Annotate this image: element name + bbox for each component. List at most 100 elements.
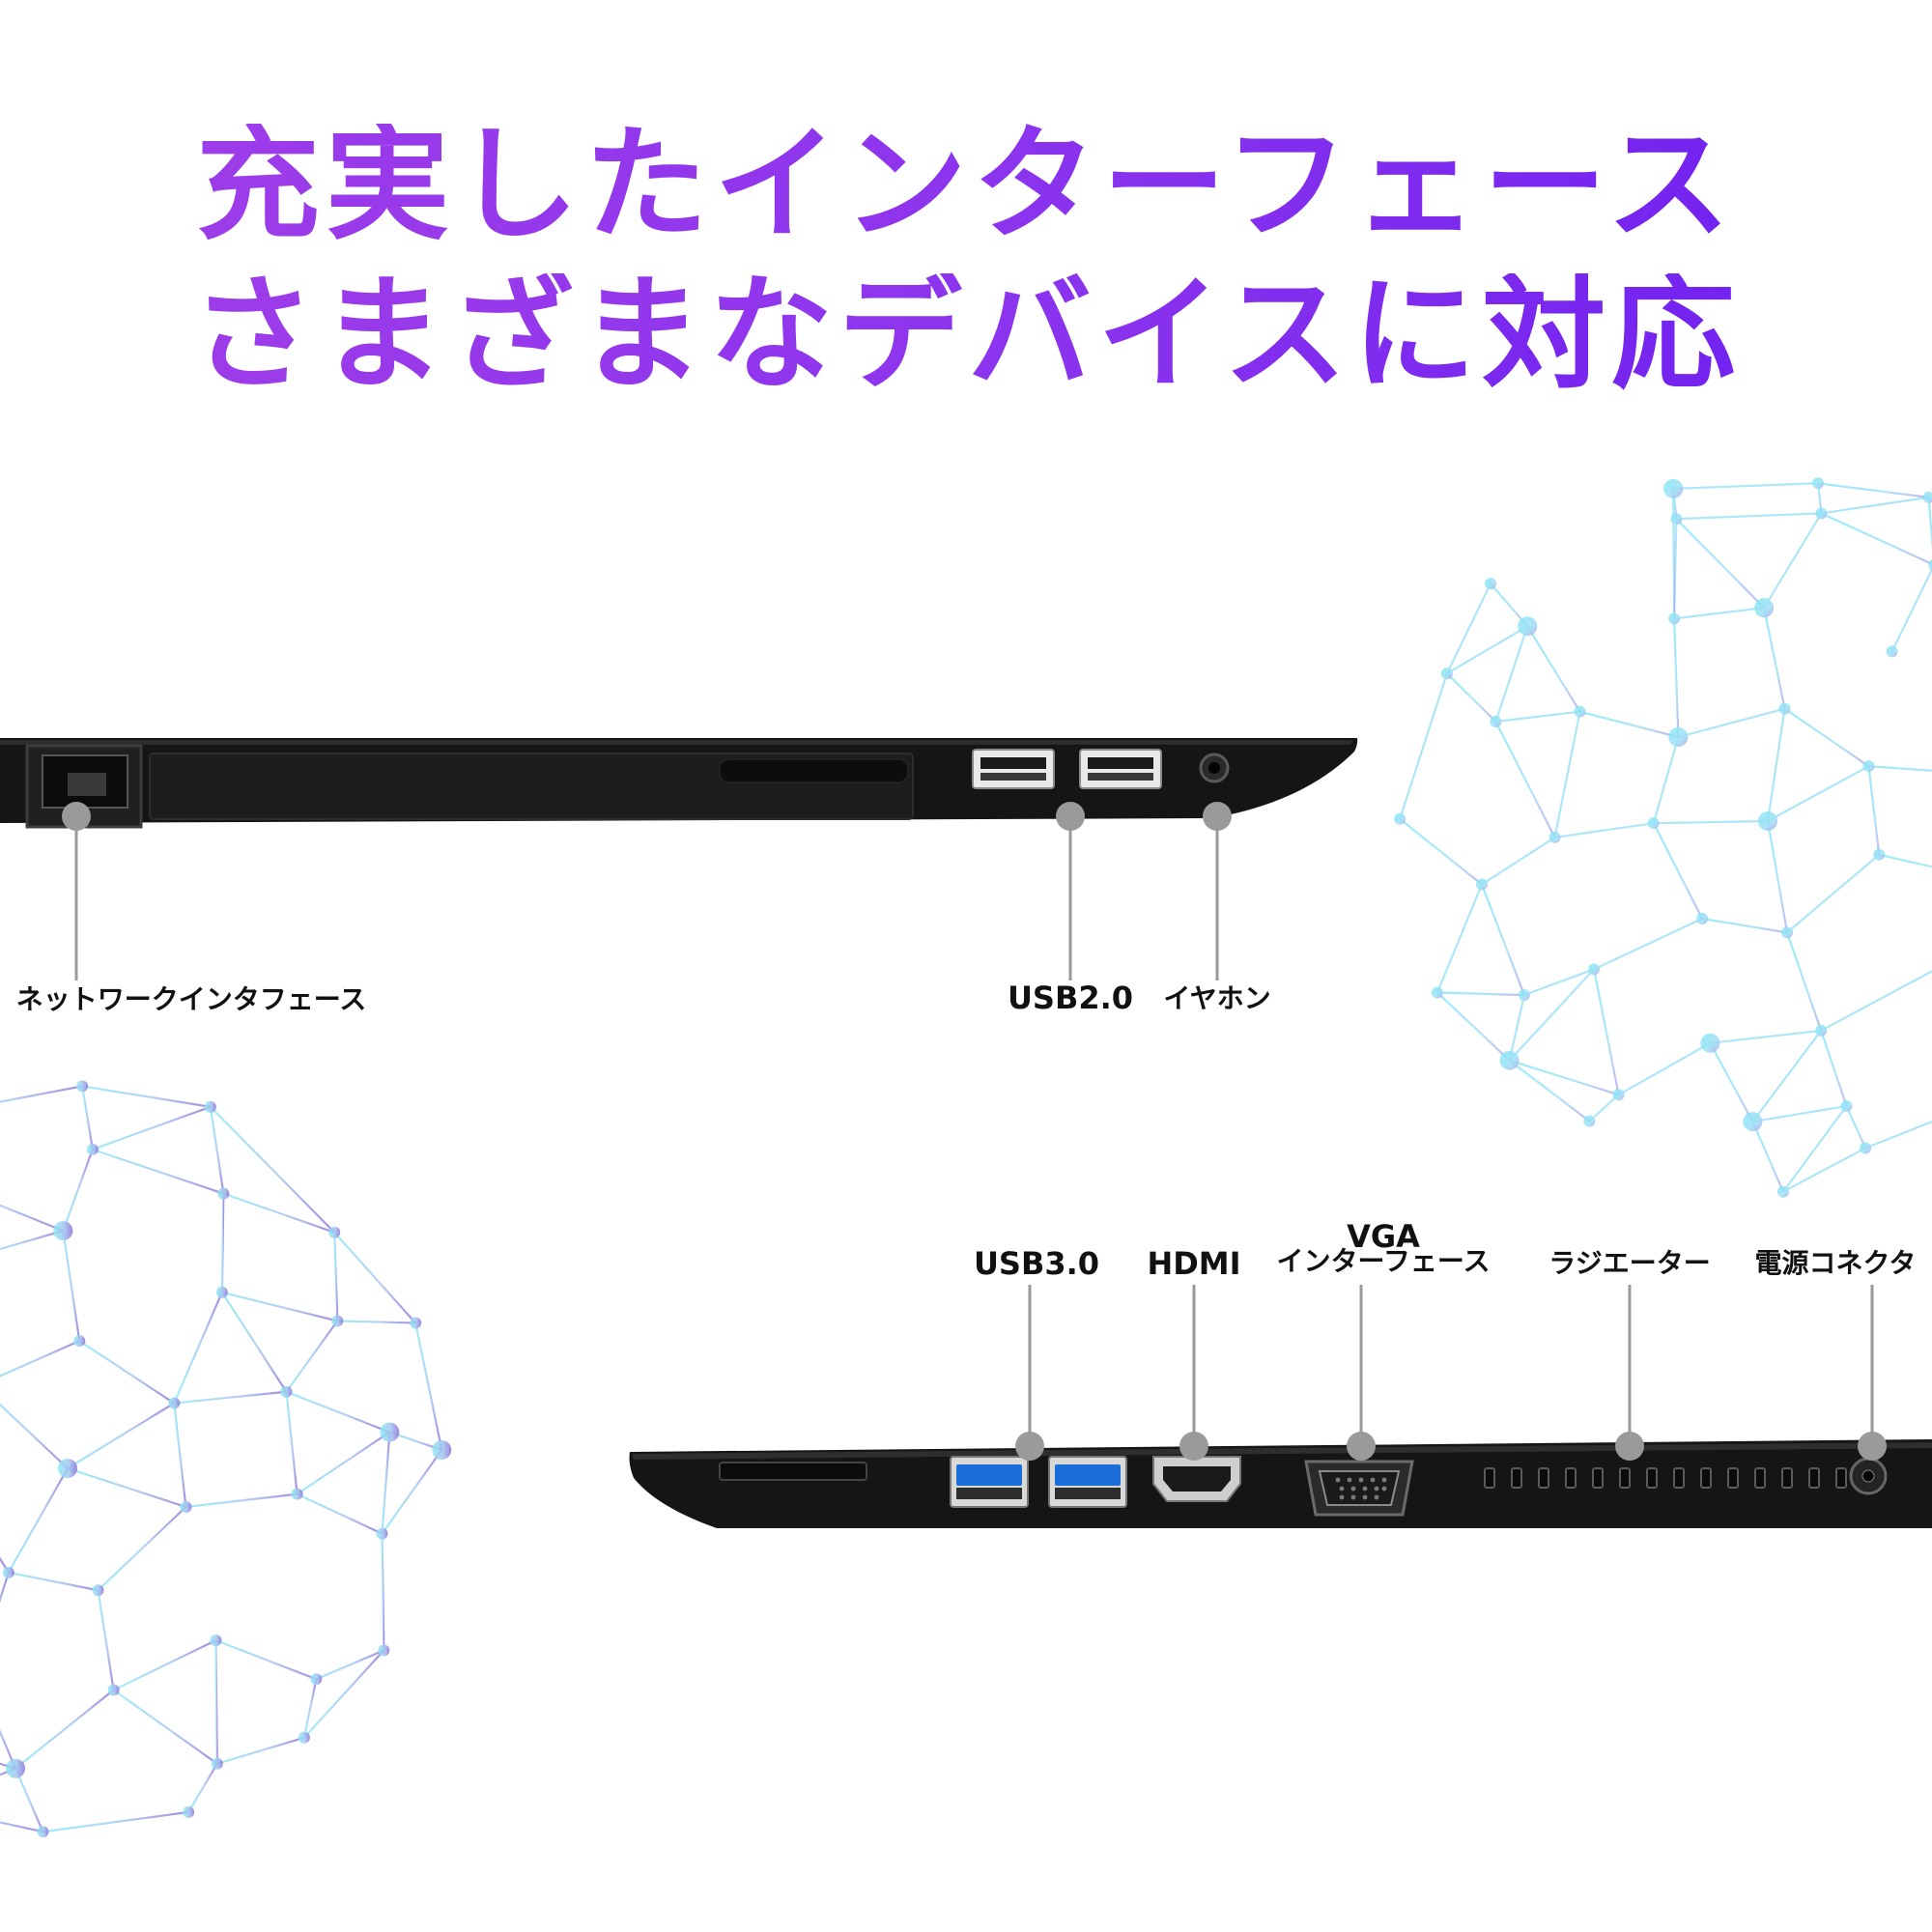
vent-slot <box>1700 1467 1712 1489</box>
sphere-edge <box>1709 1042 1754 1122</box>
sphere-node <box>37 1826 49 1838</box>
label-usb2: USB2.0 <box>1007 980 1134 1016</box>
sphere-edge <box>14 1689 115 1770</box>
sphere-node <box>1475 878 1488 891</box>
sphere-wireframe-icon <box>0 1080 452 1838</box>
sphere-node <box>1758 811 1777 831</box>
sphere-node <box>1647 817 1660 830</box>
audio-jack-icon <box>1199 753 1230 783</box>
sphere-edge <box>1509 1059 1619 1096</box>
usb-port-icon <box>950 1456 1029 1508</box>
sphere-node <box>1485 578 1497 590</box>
sphere-edge <box>0 1204 64 1233</box>
sphere-edge <box>1890 566 1932 652</box>
sphere-edge <box>1494 721 1556 838</box>
sphere-node <box>1440 668 1453 680</box>
sphere-node <box>1781 926 1794 939</box>
sphere-edge <box>187 1763 218 1813</box>
sphere-node <box>168 1397 181 1409</box>
sphere-edge <box>1673 607 1765 620</box>
sphere-edge <box>381 1449 443 1535</box>
sphere-node <box>6 1758 26 1778</box>
sphere-edge <box>221 1291 338 1322</box>
sphere-edge <box>1399 817 1483 886</box>
sphere-edge <box>285 1320 339 1393</box>
page-title: 充実したインターフェース <box>0 124 1932 247</box>
sphere-edge <box>173 1292 223 1404</box>
vent-slot <box>1673 1467 1685 1489</box>
sphere-node <box>310 1673 323 1686</box>
sphere-edge <box>1673 482 1819 490</box>
sphere-node <box>1700 1033 1720 1053</box>
sphere-node <box>1928 559 1932 571</box>
sphere-node <box>1588 963 1601 976</box>
sphere-edge <box>0 1340 80 1378</box>
sphere-edge <box>1480 884 1525 996</box>
sphere-node <box>92 1584 104 1597</box>
sphere-node <box>211 1757 223 1770</box>
radiator-vent-icon <box>1484 1467 1847 1489</box>
sphere-edge <box>43 1810 189 1833</box>
label-vga-interface: インターフェース <box>1276 1245 1491 1277</box>
rj45-port-icon <box>25 744 143 829</box>
sphere-node <box>410 1317 422 1329</box>
page-subtitle: さまざまなデバイスに対応 <box>0 273 1932 397</box>
sphere-edge <box>303 1649 385 1739</box>
card-slot-icon <box>719 1462 867 1481</box>
sphere-edge <box>1526 625 1581 713</box>
sphere-edge <box>1593 969 1620 1095</box>
sphere-node <box>291 1488 303 1500</box>
sphere-node <box>58 1459 77 1478</box>
sphere-node <box>1886 645 1898 658</box>
sphere-node <box>1812 477 1825 490</box>
sphere-edge <box>414 1322 443 1451</box>
sphere-edge <box>0 1085 83 1103</box>
sphere-node <box>210 1634 222 1647</box>
sphere-edge <box>1817 482 1929 498</box>
sphere-edge <box>1436 991 1511 1062</box>
sphere-node <box>53 1221 73 1241</box>
sphere-edge <box>0 1572 10 1604</box>
sphere-edge <box>1785 932 1823 1032</box>
usb-port-icon <box>972 749 1055 789</box>
sphere-edge <box>1481 837 1556 886</box>
sphere-edge <box>1435 884 1483 993</box>
sphere-edge <box>1763 607 1786 709</box>
laptop-right-side <box>629 1439 1932 1528</box>
sphere-node <box>1873 848 1886 861</box>
usb-port-icon <box>1079 749 1162 789</box>
vent-slot <box>1592 1467 1604 1489</box>
sphere-edge <box>1523 968 1595 997</box>
sphere-node <box>331 1315 344 1327</box>
sphere-edge <box>113 1639 216 1691</box>
sphere-edge <box>1766 820 1789 933</box>
sphere-node <box>2 1566 14 1578</box>
sphere-node <box>1394 812 1406 825</box>
sphere-edge <box>214 1639 317 1681</box>
sphere-edge <box>209 1106 225 1194</box>
sphere-edge <box>92 1105 212 1151</box>
sphere-node <box>1743 1112 1763 1132</box>
sphere-node <box>215 1286 228 1298</box>
sphere-edge <box>1676 512 1822 521</box>
sphere-edge <box>0 1729 17 1770</box>
sphere-node <box>298 1731 310 1744</box>
sphere-node <box>380 1422 400 1442</box>
vent-slot <box>1619 1467 1631 1489</box>
sphere-edge <box>1752 1104 1847 1123</box>
sphere-node <box>217 1187 230 1200</box>
sphere-edge <box>0 1403 69 1469</box>
sphere-node <box>1754 598 1775 618</box>
sphere-node <box>1668 612 1681 625</box>
sphere-edge <box>1672 618 1680 738</box>
sphere-edge <box>1618 1041 1711 1096</box>
sphere-node <box>1840 1099 1853 1112</box>
sphere-edge <box>381 1533 385 1651</box>
sphere-edge <box>1399 672 1448 820</box>
sphere-edge <box>1782 1105 1848 1193</box>
sphere-wireframe-icon <box>1394 477 1932 1198</box>
sphere-edge <box>220 1292 288 1393</box>
sphere-edge <box>1588 1094 1620 1122</box>
sphere-node <box>73 1335 86 1348</box>
sphere-edge <box>7 1467 69 1574</box>
